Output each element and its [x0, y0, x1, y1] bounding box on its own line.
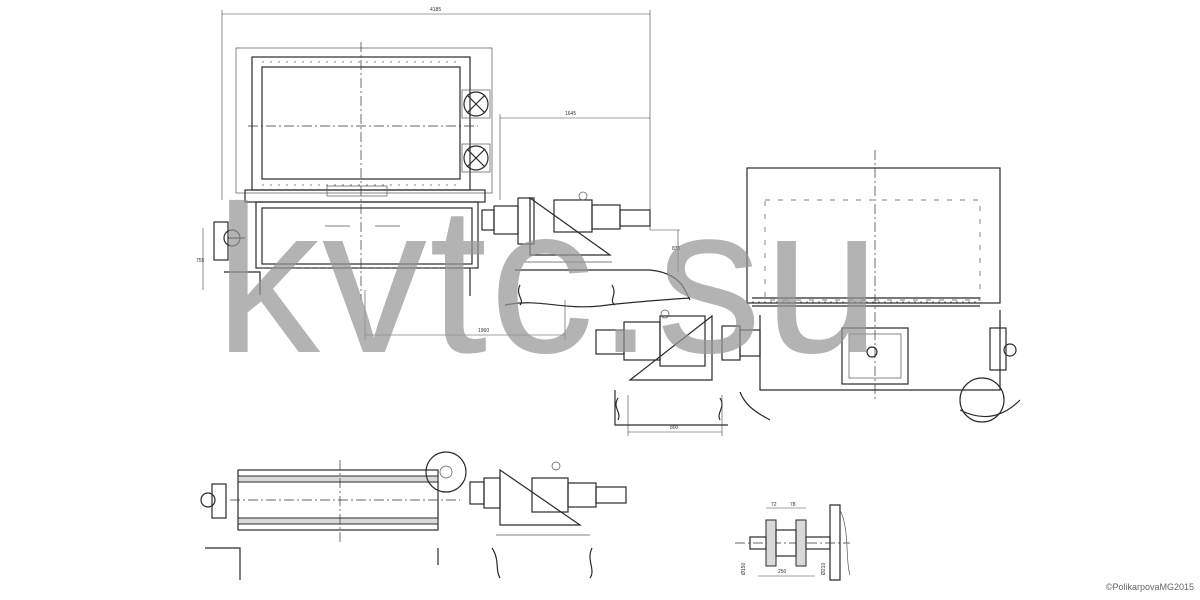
view-side-right: 800 — [595, 150, 1021, 436]
dim-detail-c: 250 — [778, 569, 787, 575]
handwheel-right-icon — [959, 327, 1017, 423]
drive-motor-bottom — [469, 461, 627, 526]
copyright-text: ©PolikarpovaMG2015 — [1105, 582, 1194, 592]
bolt-row-top — [262, 61, 460, 186]
dim-right-lower: 800 — [670, 425, 679, 431]
fan-lower-icon — [461, 143, 491, 173]
dim-detail-h1: Ø150 — [741, 563, 747, 575]
dim-overall-top: 4185 — [430, 7, 441, 13]
handwheel-bottom-icon — [200, 483, 227, 519]
view-detail-coupling: 72 78 250 Ø150 Ø210 — [735, 502, 851, 581]
dim-detail-b: 78 — [790, 502, 796, 508]
dim-right-drop: 835 — [672, 246, 681, 252]
dim-detail-h2: Ø210 — [821, 563, 827, 575]
drive-motor-right — [595, 309, 761, 381]
dim-lower-span: 1960 — [478, 328, 489, 334]
roller-bottom-icon — [425, 451, 467, 493]
handwheel-left-icon — [213, 221, 245, 261]
dim-left-height: 755 — [196, 258, 205, 264]
drive-motor-top — [481, 191, 651, 256]
fan-upper-icon — [461, 89, 491, 119]
gearbox-right — [841, 327, 909, 385]
view-bottom-left — [200, 451, 627, 580]
dim-detail-a: 72 — [771, 502, 777, 508]
view-plan-top: 4185 1645 — [196, 7, 691, 340]
dim-upper-mid: 1645 — [565, 111, 576, 117]
